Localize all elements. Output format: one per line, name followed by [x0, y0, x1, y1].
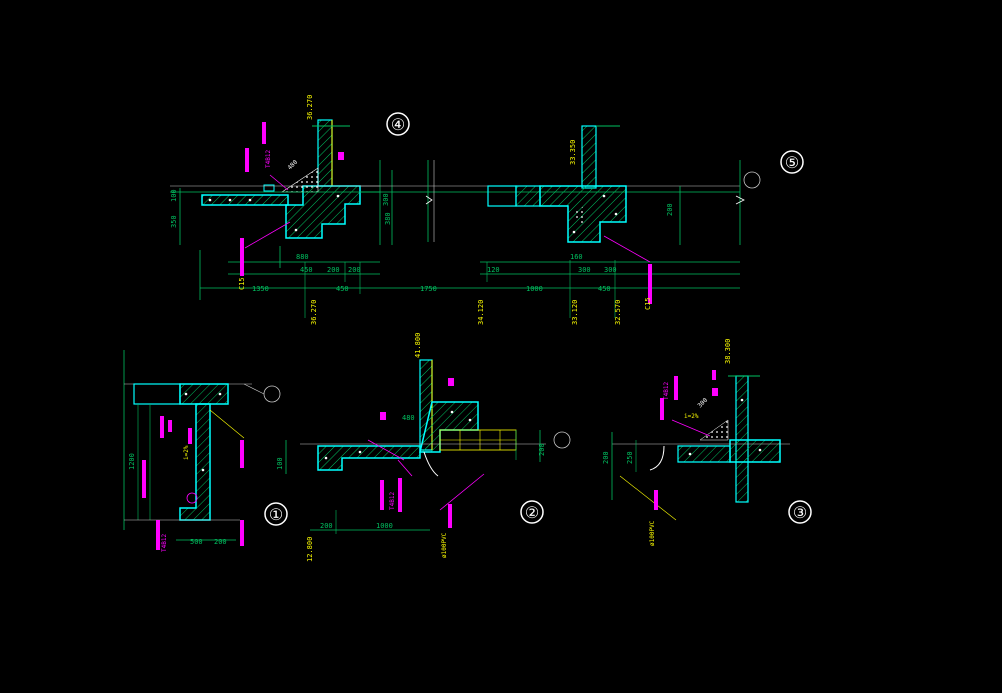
elev-36270b: 36.270 — [310, 300, 318, 325]
elev-38300: 38.300 — [724, 339, 732, 364]
dim-200d: 200 — [214, 538, 227, 546]
dim-120: 120 — [487, 266, 500, 274]
slope-label-2: i=2% — [684, 413, 699, 420]
detail-2-label: ② — [525, 503, 539, 522]
pvc-label-2: ø100PVC — [649, 520, 656, 546]
detail-4-label: ④ — [391, 115, 405, 134]
c15-label-left: C15 — [238, 277, 246, 290]
dim-200c: 200 — [666, 203, 674, 216]
dim-1750: 1750 — [420, 285, 437, 293]
detail-5-note — [648, 264, 652, 304]
detail-4-beam — [285, 185, 361, 239]
dim-1200: 1200 — [128, 453, 136, 470]
detail-3-label: ③ — [793, 503, 807, 522]
detail-4-note-a — [240, 238, 244, 276]
detail-5-section — [487, 125, 761, 318]
elev-33350: 33.350 — [569, 140, 577, 165]
detail-1-grid-bubble — [263, 385, 281, 403]
dim-100a: 100 — [170, 189, 178, 202]
detail-2-marker: ② — [520, 500, 544, 524]
detail-1-marker: ① — [264, 502, 288, 526]
detail-2-slab — [317, 445, 421, 471]
dim-1350: 1350 — [252, 285, 269, 293]
elev-32570: 32.570 — [614, 300, 622, 325]
dim-500: 500 — [190, 538, 203, 546]
detail-3-marker: ③ — [788, 500, 812, 524]
slope-label-1: i=2% — [183, 445, 190, 460]
t4b12-label-1: T4B12 — [389, 492, 396, 510]
detail-4-note-b — [245, 148, 249, 172]
dim-200a: 200 — [327, 266, 340, 274]
detail-5-grid-bubble — [743, 171, 761, 189]
detail-2-drain-pipe — [423, 451, 439, 477]
dim-200e: 200 — [320, 522, 333, 530]
elev-41800: 41.800 — [414, 333, 422, 358]
detail-5-label: ⑤ — [785, 153, 799, 172]
detail-3-slab — [677, 445, 731, 463]
t4b12-label-2: T4B12 — [663, 382, 670, 400]
dim-450a: 450 — [336, 285, 349, 293]
detail-1-label: ① — [269, 505, 283, 524]
dim-1000a: 1000 — [526, 285, 543, 293]
dim-300b: 300 — [604, 266, 617, 274]
dim-200b: 200 — [348, 266, 361, 274]
detail-4-slab — [201, 194, 289, 206]
detail-5-marker: ⑤ — [780, 150, 804, 174]
elev-33120: 33.120 — [571, 300, 579, 325]
dim-160: 160 — [570, 253, 583, 261]
pvc-label-1: ø100PVC — [441, 532, 448, 558]
detail-4-wall — [317, 119, 333, 187]
dim-1000b: 1000 — [376, 522, 393, 530]
detail-3-wall — [735, 375, 749, 503]
dim-300c: 300 — [382, 193, 390, 206]
dim-480b: 480 — [402, 414, 415, 422]
detail-4-marker: ④ — [386, 112, 410, 136]
dim-300a: 300 — [578, 266, 591, 274]
dim-100b: 100 — [276, 457, 284, 470]
detail-3-drain-pipe — [649, 445, 665, 471]
detail-2-section — [285, 359, 571, 534]
dim-200f: 200 — [538, 443, 546, 456]
t4b12-label-4: T4B12 — [161, 534, 168, 552]
elev-34120: 34.120 — [477, 300, 485, 325]
detail-1-section — [123, 350, 281, 550]
elev-12800: 12.800 — [306, 537, 314, 562]
dim-450c: 450 — [300, 266, 313, 274]
t4b12-label-3: T4B12 — [265, 150, 272, 168]
detail-3-section — [611, 370, 790, 521]
dim-350: 350 — [170, 215, 178, 228]
elev-36270: 36.270 — [306, 95, 314, 120]
detail-3-beam — [729, 439, 781, 463]
dim-880: 880 — [296, 253, 309, 261]
dim-200g: 200 — [602, 451, 610, 464]
dim-250: 250 — [626, 451, 634, 464]
detail-4-note-c — [262, 122, 266, 144]
dim-450b: 450 — [598, 285, 611, 293]
detail-5-wall — [581, 125, 597, 189]
dim-380: 380 — [384, 212, 392, 225]
c15-label-right: C15 — [644, 297, 652, 310]
detail-2-grid-bubble — [553, 431, 571, 449]
